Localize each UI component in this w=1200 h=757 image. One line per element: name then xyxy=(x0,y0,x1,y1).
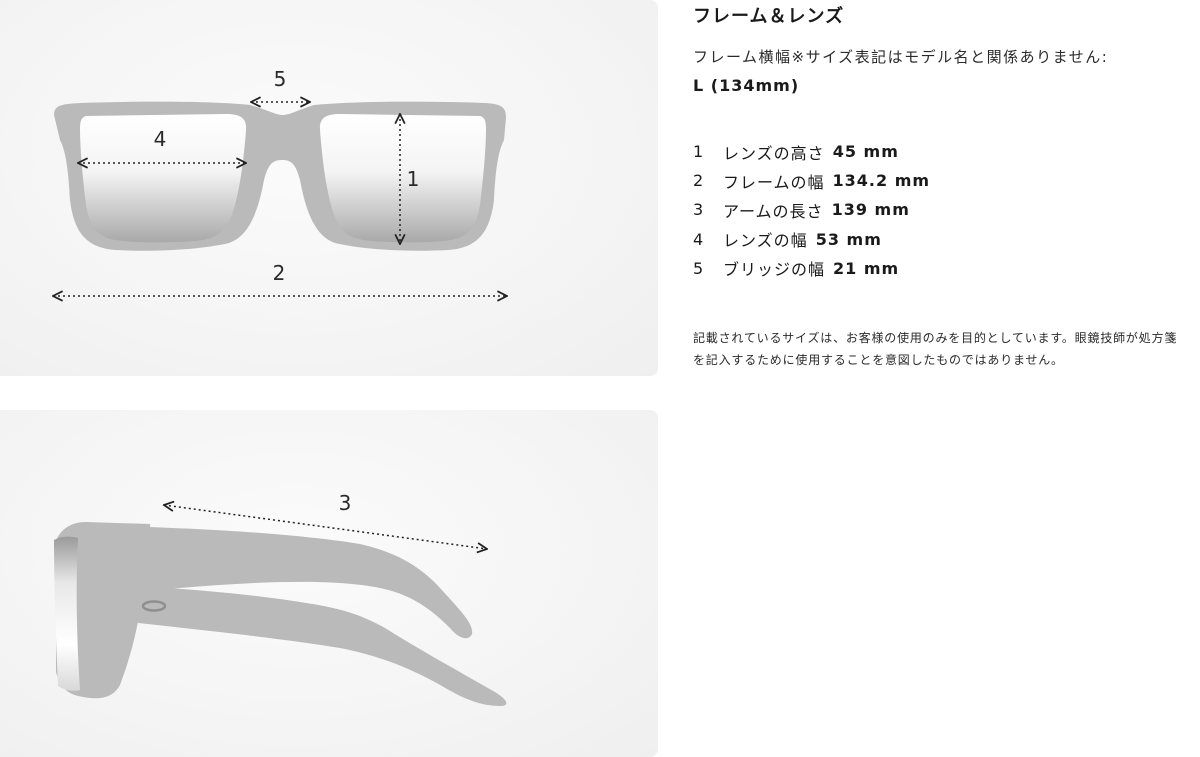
spec-number: 2 xyxy=(693,171,705,191)
spec-value: 45 mm xyxy=(832,142,899,162)
temple-arm-shape xyxy=(112,526,473,639)
lens-width-label: 4 xyxy=(154,127,167,151)
front-view-svg: 5 4 1 2 xyxy=(0,67,658,376)
spec-list: 1 レンズの高さ 45 mm 2 フレームの幅 134.2 mm 3 アームの長… xyxy=(693,137,930,283)
spec-number: 5 xyxy=(693,258,705,278)
spec-value: 53 mm xyxy=(815,229,882,249)
spec-number: 4 xyxy=(693,229,705,249)
arm-length-line xyxy=(164,505,487,549)
frame-size-value: L (134mm) xyxy=(693,76,800,95)
spec-row-lens-width: 4 レンズの幅 53 mm xyxy=(693,225,930,254)
section-title: フレーム＆レンズ xyxy=(693,6,845,27)
spec-number: 3 xyxy=(693,200,705,220)
lens-height-label: 1 xyxy=(407,167,420,191)
right-lens xyxy=(319,114,486,243)
frame-side-shape xyxy=(56,522,151,699)
spec-row-arm-length: 3 アームの長さ 139 mm xyxy=(693,195,930,224)
spec-row-lens-height: 1 レンズの高さ 45 mm xyxy=(693,137,930,166)
left-lens xyxy=(80,114,247,243)
bridge-width-label: 5 xyxy=(274,67,287,91)
arm-length-label: 3 xyxy=(339,491,352,515)
spec-label: レンズの幅 xyxy=(723,231,808,251)
side-lens xyxy=(54,536,80,691)
frame-width-label: 2 xyxy=(273,261,286,285)
size-disclaimer-note: 記載されているサイズは、お客様の使用のみを目的としています。眼鏡技師が処方箋を記… xyxy=(693,331,1178,367)
temple-lower-shape xyxy=(130,586,507,706)
spec-value: 134.2 mm xyxy=(832,171,931,191)
spec-value: 21 mm xyxy=(833,258,900,278)
spec-label: アームの長さ xyxy=(723,201,824,221)
brand-logo-icon xyxy=(141,600,167,612)
side-view-diagram: 3 xyxy=(0,410,658,757)
spec-label: ブリッジの幅 xyxy=(723,260,826,280)
spec-label: フレームの幅 xyxy=(723,172,825,192)
spec-row-bridge-width: 5 ブリッジの幅 21 mm xyxy=(693,254,930,283)
spec-value: 139 mm xyxy=(831,200,910,220)
side-view-svg: 3 xyxy=(54,491,507,706)
spec-label: レンズの高さ xyxy=(723,143,825,163)
spec-number: 1 xyxy=(693,142,705,162)
spec-row-frame-width: 2 フレームの幅 134.2 mm xyxy=(693,166,930,195)
front-view-diagram: 5 4 1 2 xyxy=(0,0,658,376)
frame-width-caption: フレーム横幅※サイズ表記はモデル名と関係ありません: xyxy=(693,48,1109,66)
